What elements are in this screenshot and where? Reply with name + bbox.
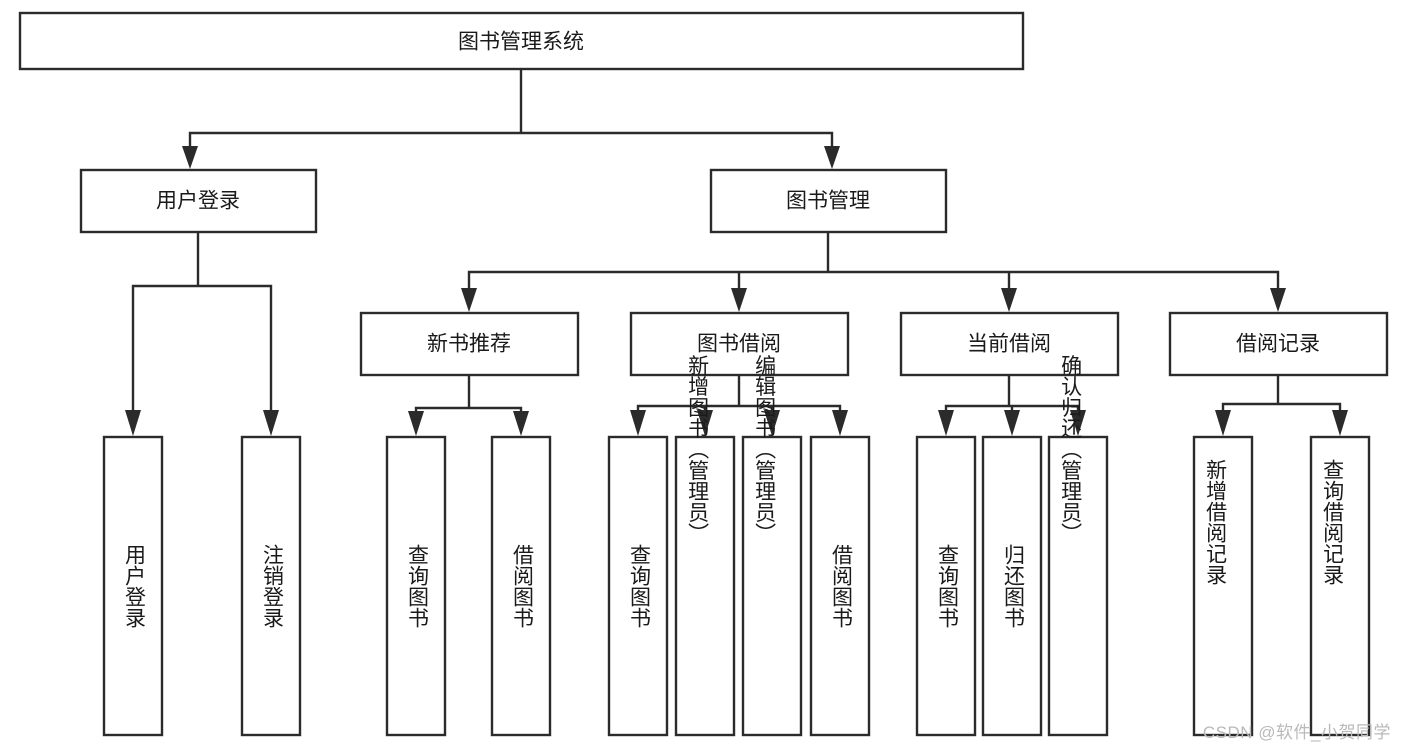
connector-root-branch [188, 67, 834, 154]
arrow-head-leaf-query-book-3 [938, 410, 954, 436]
leaf-borrow-book-1-box [490, 435, 552, 737]
node-user-login[interactable]: 用户登录 [79, 168, 318, 234]
leaf-borrow-book-1[interactable]: 借阅图书 [490, 435, 552, 737]
arrow-head-leaf-borrow-book-2 [832, 410, 848, 436]
connector-group-new-book-recommend-to-leaves [408, 373, 529, 436]
leaf-return-book-box [981, 435, 1043, 737]
leaf-add-record[interactable]: 新增借阅记录 [1192, 435, 1254, 737]
node-current-borrow-box [899, 311, 1120, 377]
node-new-book-recommend-box [359, 311, 580, 377]
arrow-head-to-book-borrow [731, 288, 747, 312]
arrow-head-leaf-user-login [125, 410, 141, 436]
arrow-head-leaf-borrow-book-1 [513, 411, 529, 436]
arrow-head-to-current-borrow [1001, 288, 1017, 312]
connector-group-root-to-level2 [182, 67, 840, 169]
leaf-query-book-1-box [385, 435, 447, 737]
leaf-borrow-book-2-box [809, 435, 871, 737]
leaf-query-book-3[interactable]: 查询图书 [915, 435, 977, 737]
node-new-book-recommend-label: 新书推荐 [427, 333, 511, 356]
leaf-user-login[interactable]: 用户登录 [102, 435, 164, 737]
leaf-query-book-1-label: 查询图书 [405, 544, 429, 628]
connector-book-borrow-branch [636, 373, 842, 414]
leaf-query-book-2-label: 查询图书 [627, 544, 651, 628]
leaf-edit-book-box [741, 435, 803, 737]
leaf-query-book-2[interactable]: 查询图书 [607, 435, 669, 737]
node-root-system-label: 图书管理系统 [458, 31, 584, 54]
node-book-manage-label: 图书管理 [786, 190, 870, 213]
connector-user-login-branch [131, 230, 273, 412]
leaf-query-book-1[interactable]: 查询图书 [385, 435, 447, 737]
leaf-user-logout-label: 注销登录 [260, 544, 284, 628]
arrow-head-to-new-book-recommend [461, 288, 477, 312]
arrow-head-leaf-query-record [1332, 410, 1348, 436]
node-current-borrow[interactable]: 当前借阅 [899, 311, 1120, 377]
leaf-borrow-book-2[interactable]: 借阅图书 [809, 435, 871, 737]
arrow-head-to-book-manage [824, 146, 840, 169]
arrow-head-leaf-user-logout [263, 410, 279, 436]
leaf-edit-book[interactable]: 编辑图书（管理员） [741, 355, 803, 737]
leaf-add-book-box [674, 435, 736, 737]
leaf-return-book-label: 归还图书 [1001, 544, 1025, 628]
leaf-confirm-return[interactable]: 确认归还（管理员） [1047, 355, 1109, 737]
leaf-add-record-box [1192, 435, 1254, 737]
leaf-add-book[interactable]: 新增图书（管理员） [674, 355, 736, 737]
node-book-manage[interactable]: 图书管理 [709, 168, 948, 234]
leaf-query-book-3-label: 查询图书 [935, 544, 959, 628]
leaf-confirm-return-label: 确认归还（管理员） [1059, 355, 1083, 544]
connector-group-user-login-to-leaves [125, 230, 279, 436]
connector-group-borrow-record-to-leaves [1215, 373, 1348, 436]
node-book-borrow-label: 图书借阅 [697, 333, 781, 356]
connector-new-book-recommend-branch [414, 373, 523, 416]
leaf-edit-book-label: 编辑图书（管理员） [753, 355, 777, 544]
leaf-add-book-label: 新增图书（管理员） [686, 355, 710, 544]
leaf-query-record-box [1309, 435, 1371, 737]
leaf-add-record-label: 新增借阅记录 [1204, 459, 1228, 585]
connector-group-current-borrow-to-leaves [938, 373, 1086, 436]
node-root-system[interactable]: 图书管理系统 [18, 11, 1025, 71]
leaf-query-book-3-box [915, 435, 977, 737]
node-new-book-recommend[interactable]: 新书推荐 [359, 311, 580, 377]
leaf-user-logout[interactable]: 注销登录 [240, 435, 302, 737]
node-root-system-box [18, 11, 1025, 71]
arrow-head-leaf-add-book [697, 410, 713, 436]
arrow-head-to-user-login [182, 146, 198, 169]
leaf-confirm-return-box [1047, 435, 1109, 737]
arrow-head-to-borrow-record [1270, 288, 1286, 312]
leaf-borrow-book-1-label: 借阅图书 [510, 544, 534, 628]
node-borrow-record-box [1168, 311, 1389, 377]
leaf-query-record[interactable]: 查询借阅记录 [1309, 435, 1371, 737]
node-current-borrow-label: 当前借阅 [967, 333, 1051, 356]
node-book-borrow-box [629, 311, 850, 377]
arrow-head-leaf-query-book-2 [630, 410, 646, 436]
node-user-login-box [79, 168, 318, 234]
arrow-head-leaf-add-record [1215, 410, 1231, 436]
connector-borrow-record-branch [1221, 373, 1342, 414]
connector-group-book-manage-to-level3 [461, 230, 1286, 312]
node-book-borrow[interactable]: 图书借阅 [629, 311, 850, 377]
arrow-head-leaf-query-book-1 [408, 411, 424, 436]
node-borrow-record-label: 借阅记录 [1236, 333, 1320, 356]
connector-book-manage-branch [467, 230, 1280, 295]
leaf-return-book[interactable]: 归还图书 [981, 435, 1043, 737]
connector-group-book-borrow-to-leaves [630, 373, 848, 436]
leaf-query-record-label: 查询借阅记录 [1321, 459, 1345, 585]
leaf-user-login-box [102, 435, 164, 737]
leaf-user-login-label: 用户登录 [122, 544, 146, 628]
node-book-manage-box [709, 168, 948, 234]
leaf-user-logout-box [240, 435, 302, 737]
node-borrow-record[interactable]: 借阅记录 [1168, 311, 1389, 377]
leaf-borrow-book-2-label: 借阅图书 [829, 544, 853, 628]
arrow-head-leaf-return-book [1004, 410, 1020, 436]
node-user-login-label: 用户登录 [156, 190, 240, 213]
connector-current-borrow-branch [944, 373, 1080, 414]
arrow-head-leaf-edit-book [764, 410, 780, 436]
arrow-head-leaf-confirm-return [1070, 410, 1086, 436]
leaf-query-book-2-box [607, 435, 669, 737]
